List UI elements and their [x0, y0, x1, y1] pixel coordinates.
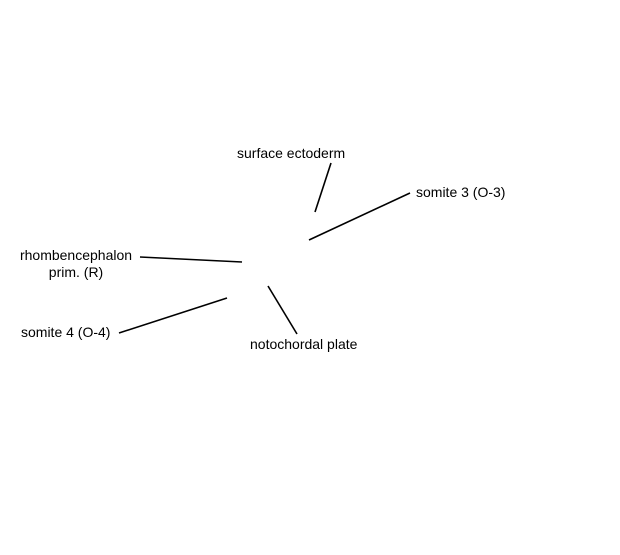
label-somite-3: somite 3 (O-3) [416, 184, 506, 200]
leader-line-surface-ectoderm [314, 162, 332, 213]
label-notochordal-plate: notochordal plate [250, 336, 358, 352]
leader-line-somite-3 [308, 192, 411, 241]
leader-line-somite-4 [118, 297, 228, 334]
leader-line-notochordal-plate [267, 285, 298, 335]
label-surface-ectoderm: surface ectoderm [237, 145, 346, 161]
label-somite-4: somite 4 (O-4) [21, 324, 111, 340]
label-rhombencephalon-line-1: rhombencephalon [19, 247, 133, 263]
leader-line-rhombencephalon [139, 256, 243, 263]
label-rhombencephalon: rhombencephalon prim. (R) [16, 247, 136, 281]
label-rhombencephalon-line-2: prim. (R) [48, 264, 104, 280]
